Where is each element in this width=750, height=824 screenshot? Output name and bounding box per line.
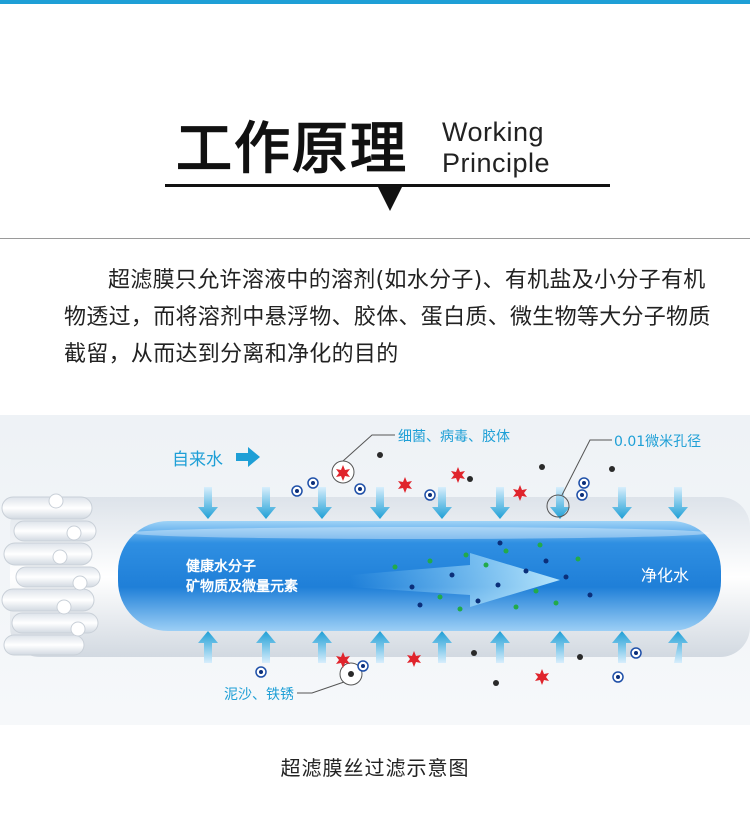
- contaminants-top: [291, 452, 615, 518]
- water-molecules: [392, 540, 593, 612]
- flow-arrow-icon: [350, 553, 560, 607]
- title-en-line1: Working: [442, 117, 545, 147]
- label-output: 净化水: [641, 566, 689, 585]
- title-underline: [165, 184, 610, 187]
- contaminants-bottom: [255, 647, 642, 686]
- description-text: 超滤膜只允许溶液中的溶剂(如水分子)、有机盐及小分子有机物透过，而将溶剂中悬浮物…: [64, 268, 711, 367]
- label-bacteria: 细菌、病毒、胶体: [398, 428, 510, 445]
- fiber-bundle-icon: [1, 493, 101, 656]
- label-water-molecule: 健康水分子: [186, 558, 256, 575]
- title-en-line2: Principle: [442, 148, 551, 178]
- callout-line-sediment: [297, 681, 345, 694]
- section-divider: [0, 238, 750, 239]
- top-accent-line: [0, 0, 750, 4]
- page-title-english: Working Principle: [442, 117, 550, 179]
- title-arrow-down-icon: [378, 187, 402, 211]
- page-title: 工作原理: [176, 117, 408, 182]
- label-sediment: 泥沙、铁锈: [224, 687, 294, 703]
- filtration-diagram: 健康水分子 矿物质及微量元素 净化水 自来水: [0, 415, 750, 725]
- inlet-arrow-icon: [236, 447, 260, 467]
- description: 超滤膜只允许溶液中的溶剂(如水分子)、有机盐及小分子有机物透过，而将溶剂中悬浮物…: [64, 262, 724, 373]
- arrows-bottom: [198, 631, 688, 663]
- callout-line-pore: [561, 439, 612, 496]
- arrows-top: [198, 487, 688, 519]
- callout-line-bacteria: [342, 434, 395, 462]
- tube-highlight: [130, 527, 710, 539]
- inlet-label: 自来水: [172, 450, 223, 470]
- diagram-caption: 超滤膜丝过滤示意图: [280, 756, 470, 780]
- label-pore: 0.01微米孔径: [614, 434, 701, 450]
- label-minerals: 矿物质及微量元素: [186, 578, 298, 595]
